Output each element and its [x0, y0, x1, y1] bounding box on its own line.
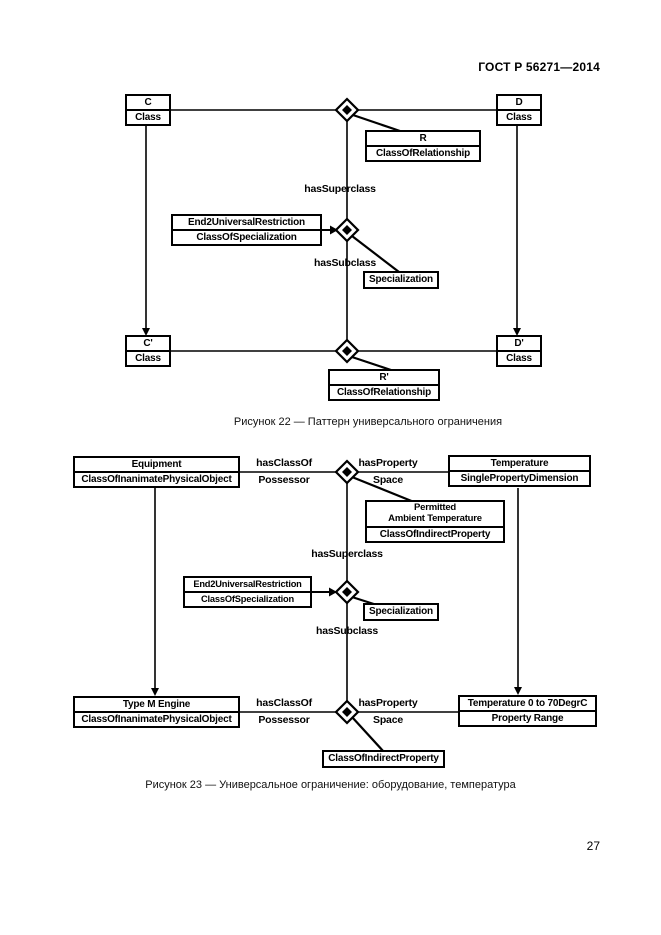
node-end2-type-23: ClassOfSpecialization — [201, 594, 294, 604]
label-has-property-bottom: hasProperty — [358, 697, 418, 709]
node-r-prime-title: R' — [330, 371, 438, 386]
node-d-prime-type: Class — [506, 353, 532, 364]
node-d: D Class — [496, 94, 542, 126]
node-r-prime-type: ClassOfRelationship — [337, 387, 431, 398]
arrowhead-d-prime — [513, 328, 521, 336]
label-possessor-bottom: Possessor — [258, 714, 310, 726]
node-engine-title: Type M Engine — [75, 698, 238, 713]
node-engine: Type M Engine ClassOfInanimatePhysicalOb… — [73, 696, 240, 728]
node-end2-type-22: ClassOfSpecialization — [196, 232, 297, 243]
node-temperature-type: SinglePropertyDimension — [460, 473, 579, 484]
node-c-type: Class — [135, 112, 161, 123]
node-r: R ClassOfRelationship — [365, 130, 481, 162]
label-has-subclass-23: hasSubclass — [316, 625, 378, 637]
node-temperature-range: Temperature 0 to 70DegrC Property Range — [458, 695, 597, 727]
node-temperature-range-type: Property Range — [491, 713, 564, 724]
figure23-property-diamond-bottom — [334, 699, 360, 725]
node-end2-title-23: End2UniversalRestriction — [185, 578, 310, 593]
node-end2-title-22: End2UniversalRestriction — [173, 216, 320, 231]
arrowhead-restriction-22 — [330, 225, 338, 235]
node-c: C Class — [125, 94, 171, 126]
node-end2-restriction-23: End2UniversalRestriction ClassOfSpeciali… — [183, 576, 312, 608]
label-has-class-of-top: hasClassOf — [256, 457, 312, 469]
node-c-title: C — [127, 96, 169, 111]
label-has-subclass-22: hasSubclass — [314, 257, 376, 269]
node-permitted-ambient: Permitted Ambient Temperature ClassOfInd… — [365, 500, 505, 543]
label-has-superclass-22: hasSuperclass — [304, 183, 376, 195]
document-code: ГОСТ Р 56271—2014 — [478, 60, 600, 74]
node-specialization-label-23: Specialization — [369, 606, 433, 617]
figure22-specialization-diamond — [334, 217, 360, 243]
node-indirect-property: ClassOfIndirectProperty — [322, 750, 445, 768]
figure23-property-diamond-top — [334, 459, 360, 485]
node-c-prime-type: Class — [135, 353, 161, 364]
node-permitted-title-line2: Ambient Temperature — [367, 513, 503, 528]
node-specialization-label-22: Specialization — [369, 274, 433, 285]
arrowhead-temp-range — [514, 687, 522, 695]
figure22-lines — [142, 109, 521, 372]
node-temperature-range-title: Temperature 0 to 70DegrC — [460, 697, 595, 712]
node-r-prime: R' ClassOfRelationship — [328, 369, 440, 401]
node-d-type: Class — [506, 112, 532, 123]
figure22-relationship-diamond-top — [334, 97, 360, 123]
node-d-prime-title: D' — [498, 337, 540, 352]
node-engine-type: ClassOfInanimatePhysicalObject — [81, 714, 232, 725]
figure22-relationship-diamond-bottom — [334, 338, 360, 364]
figure22-caption: Рисунок 22 — Паттерн универсального огра… — [233, 416, 503, 428]
arrowhead-engine — [151, 688, 159, 696]
node-indirect-property-label: ClassOfIndirectProperty — [328, 753, 439, 764]
node-r-type: ClassOfRelationship — [376, 148, 470, 159]
node-equipment-title: Equipment — [75, 458, 238, 473]
arrowhead-restriction-23 — [329, 587, 337, 597]
node-equipment: Equipment ClassOfInanimatePhysicalObject — [73, 456, 240, 488]
label-space-top: Space — [373, 474, 403, 486]
label-has-property-top: hasProperty — [358, 457, 418, 469]
page-number: 27 — [586, 839, 600, 853]
node-permitted-title-line1: Permitted — [413, 502, 457, 513]
label-possessor-top: Possessor — [258, 474, 310, 486]
node-permitted-type: ClassOfIndirectProperty — [379, 528, 491, 540]
label-has-superclass-23: hasSuperclass — [311, 548, 383, 560]
label-has-class-of-bottom: hasClassOf — [256, 697, 312, 709]
node-c-prime-title: C' — [127, 337, 169, 352]
node-r-title: R — [367, 132, 479, 147]
node-end2-restriction-22: End2UniversalRestriction ClassOfSpeciali… — [171, 214, 322, 246]
label-space-bottom: Space — [373, 714, 403, 726]
node-c-prime: C' Class — [125, 335, 171, 367]
node-d-title: D — [498, 96, 540, 111]
node-temperature: Temperature SinglePropertyDimension — [448, 455, 591, 487]
node-temperature-title: Temperature — [450, 457, 589, 472]
node-specialization-23: Specialization — [363, 603, 439, 621]
node-d-prime: D' Class — [496, 335, 542, 367]
figure23-specialization-diamond — [334, 579, 360, 605]
figure23-caption: Рисунок 23 — Универсальное ограничение: … — [145, 779, 516, 791]
node-equipment-type: ClassOfInanimatePhysicalObject — [81, 474, 232, 485]
node-specialization-22: Specialization — [363, 271, 439, 289]
arrowhead-c-prime — [142, 328, 150, 336]
